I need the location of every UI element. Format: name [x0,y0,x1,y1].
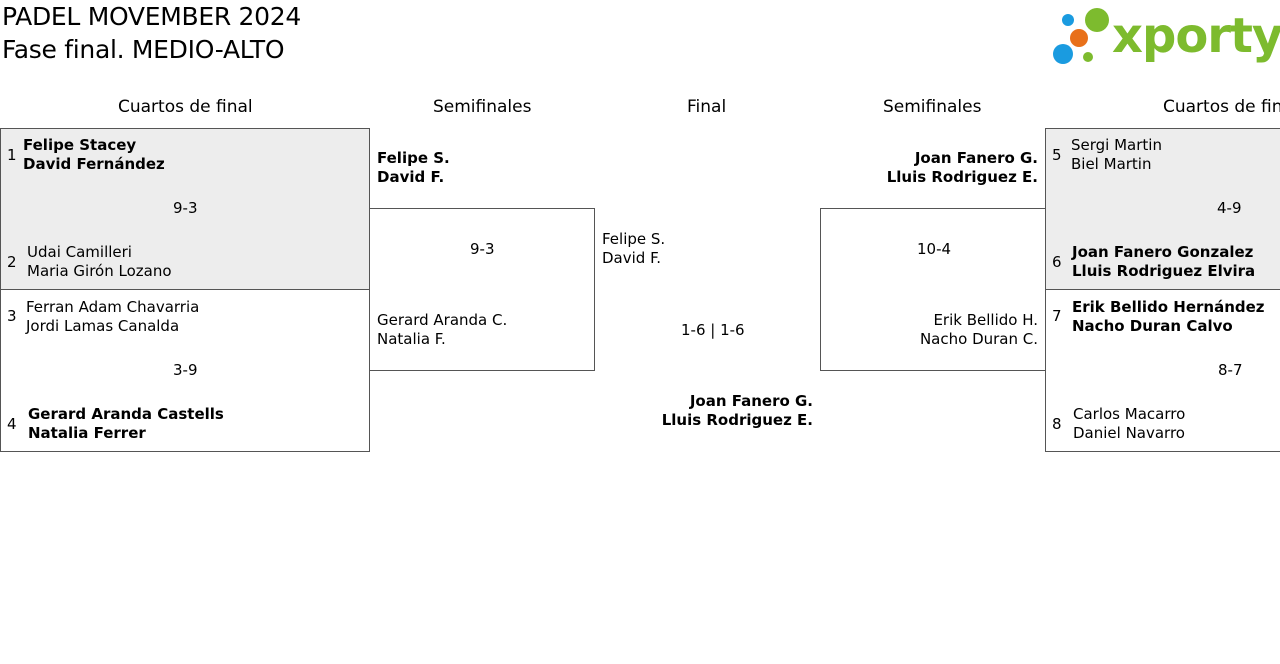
player-name: Joan Fanero G. [689,392,813,410]
player-name: David Fernández [23,155,165,173]
player-name: Biel Martin [1071,155,1152,173]
header-qf-left: Cuartos de final [118,97,253,117]
qf-match-4 [1045,289,1280,452]
player-name: Felipe S. [602,230,666,248]
match-score: 9-3 [470,240,495,258]
page-title: PADEL MOVEMBER 2024 [2,2,301,31]
match-score: 4-9 [1217,199,1242,217]
player-name: Erik Bellido Hernández [1072,298,1265,316]
player-name: Nacho Duran C. [919,330,1038,348]
player-name: Joan Fanero G. [914,149,1038,167]
header-sf-left: Semifinales [433,97,532,117]
player-name: Erik Bellido H. [933,311,1038,329]
header-sf-right: Semifinales [883,97,982,117]
match-score: 1-6 | 1-6 [681,321,745,339]
player-name: Lluis Rodriguez Elvira [1072,262,1256,280]
player-name: Felipe S. [377,149,450,167]
header-qf-right: Cuartos de final [1163,97,1280,117]
logo-wordmark: xporty [1112,8,1280,64]
qf-match-3 [1045,128,1280,290]
seed-number: 3 [7,307,17,325]
player-name: Udai Camilleri [27,243,132,261]
seed-number: 2 [7,253,17,271]
player-name: Gerard Aranda C. [377,311,508,329]
player-name: Gerard Aranda Castells [28,405,224,423]
seed-number: 8 [1052,415,1062,433]
player-name: Jordi Lamas Canalda [26,317,180,335]
seed-number: 4 [7,415,17,433]
match-score: 10-4 [917,240,952,258]
seed-number: 7 [1052,307,1062,325]
player-name: Sergi Martin [1071,136,1162,154]
match-score: 9-3 [173,199,198,217]
player-name: Daniel Navarro [1073,424,1185,442]
logo-dots-icon [1053,8,1109,64]
seed-number: 1 [7,146,17,164]
header-final: Final [687,97,727,117]
player-name: Carlos Macarro [1073,405,1186,423]
qf-match-1 [0,128,370,290]
player-name: Lluis Rodriguez E. [886,168,1038,186]
seed-number: 5 [1052,146,1062,164]
page-subtitle: Fase final. MEDIO-ALTO [2,35,285,64]
player-name: Lluis Rodriguez E. [661,411,813,429]
player-name: Maria Girón Lozano [27,262,172,280]
player-name: Nacho Duran Calvo [1072,317,1233,335]
player-name: Felipe Stacey [23,136,137,154]
match-score: 3-9 [173,361,198,379]
sf-match-left [369,208,595,371]
player-name: Natalia Ferrer [28,424,146,442]
player-name: Natalia F. [377,330,446,348]
seed-number: 6 [1052,253,1062,271]
player-name: David F. [602,249,662,267]
player-name: David F. [377,168,445,186]
player-name: Ferran Adam Chavarria [26,298,200,316]
xporty-logo: xporty [1050,4,1280,68]
match-score: 8-7 [1218,361,1243,379]
player-name: Joan Fanero Gonzalez [1072,243,1254,261]
